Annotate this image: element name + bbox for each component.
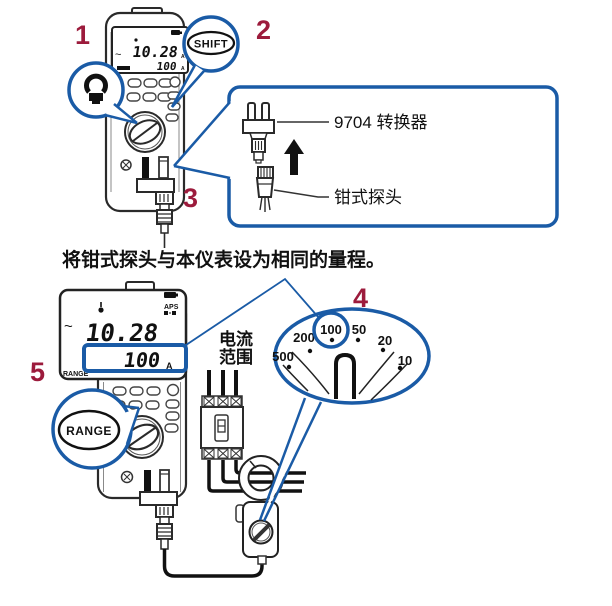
range-highlight-box <box>82 343 188 373</box>
top-meter-lcd: ~ 10.28 100 A A <box>111 26 189 74</box>
keypad-button <box>127 78 142 88</box>
range-button-label: RANGE <box>66 424 112 438</box>
top-meter-keypad <box>126 76 181 122</box>
keypad-button <box>164 423 179 433</box>
clamp-probe-drawing <box>255 166 275 212</box>
enlarged-lcd: ~ 10.28 100 A RANGE APS <box>58 288 188 381</box>
dial-value-10: 10 <box>398 353 412 368</box>
current-range-label-line1: 电流 <box>219 329 253 349</box>
dial-value-20: 20 <box>378 333 392 348</box>
lcd-ac-symbol: ~ <box>64 318 73 335</box>
dial-knob-pointer <box>334 353 356 399</box>
top-lcd-battery-icon <box>171 30 180 35</box>
shift-button-label: SHIFT <box>194 39 228 51</box>
breaker-body <box>200 395 244 460</box>
top-lcd-sub-value: 100 <box>156 60 178 73</box>
keypad-button <box>169 76 181 88</box>
step-number-1: 1 <box>75 20 90 50</box>
step4-dial-zoom: 500 200 100 50 20 10 <box>272 307 431 405</box>
aps-mode-icon <box>164 311 176 315</box>
lcd-range-indicator: RANGE <box>63 371 89 378</box>
step2-callout: SHIFT <box>170 15 240 108</box>
lcd-bell-icon <box>98 302 104 313</box>
keypad-button <box>142 92 157 102</box>
top-lcd-dot-icon <box>134 38 138 42</box>
keypad-button <box>145 400 160 410</box>
keypad-button <box>146 386 161 396</box>
range-button-illustration <box>57 409 121 451</box>
test-lead-plug <box>144 470 151 494</box>
shift-target-button <box>165 113 179 122</box>
top-lcd-annunciator-bar <box>117 66 130 70</box>
dial-zoom-pointer <box>258 397 323 522</box>
up-arrow-icon <box>284 139 304 175</box>
circuit-breaker-assembly <box>200 370 306 565</box>
converter-plugged-bottom <box>139 491 178 550</box>
bottom-meter-terminals <box>120 469 170 494</box>
keypad-button <box>143 78 158 88</box>
converter-plugged <box>136 178 175 248</box>
dial-tick-dots <box>286 337 403 371</box>
breaker-top-wires <box>207 370 238 396</box>
top-lcd-main-value: 10.28 <box>131 43 179 61</box>
step-number-5: 5 <box>30 357 45 387</box>
step5-callout: RANGE <box>51 388 141 470</box>
lcd-main-value: 10.28 <box>84 319 160 347</box>
test-lead-plug <box>142 157 149 180</box>
parts-callout-box: 9704 转换器 钳式探头 <box>173 85 559 228</box>
probe-leader-line <box>273 189 329 198</box>
top-multimeter: ~ 10.28 100 A A <box>104 7 189 248</box>
step-number-4: 4 <box>353 283 368 313</box>
lcd-battery-icon <box>164 292 178 298</box>
lcd-aps-label: APS <box>164 304 179 311</box>
dial-value-500: 500 <box>272 349 294 364</box>
dial-value-100: 100 <box>320 322 342 337</box>
dial-arcs <box>282 351 408 401</box>
keypad-button <box>129 386 144 396</box>
keypad-button <box>126 92 141 102</box>
instruction-text: 将钳式探头与本仪表设为相同的量程。 <box>62 248 385 271</box>
keypad-button <box>112 386 127 396</box>
same-range-leader-line <box>185 277 320 346</box>
top-lcd-unit-sub: A <box>181 66 185 72</box>
current-range-label-line2: 范围 <box>219 347 253 367</box>
step1-callout <box>67 61 138 125</box>
keypad-button <box>165 399 180 409</box>
keypad-button <box>165 411 180 421</box>
probe-cable <box>162 549 264 578</box>
clamp-sensor-icon <box>84 73 108 104</box>
lcd-unit: A <box>166 361 173 371</box>
dial-value-50: 50 <box>352 322 366 337</box>
top-lcd-ac-symbol: ~ <box>115 49 121 61</box>
shift-button-illustration <box>186 30 236 56</box>
dial-value-200: 200 <box>293 330 315 345</box>
lcd-sub-value: 100 <box>122 348 161 372</box>
step-number-3: 3 <box>183 183 198 213</box>
top-lcd-unit-main: A <box>181 54 185 60</box>
step-number-2: 2 <box>256 15 271 45</box>
converter-9704-drawing <box>242 102 275 164</box>
selected-range-circle <box>312 311 350 349</box>
keypad-button <box>166 383 180 397</box>
probe-label: 钳式探头 <box>334 188 402 207</box>
converter-label: 9704 转换器 <box>334 113 428 132</box>
top-meter-terminals <box>120 156 169 180</box>
callout-pointer <box>174 101 231 179</box>
